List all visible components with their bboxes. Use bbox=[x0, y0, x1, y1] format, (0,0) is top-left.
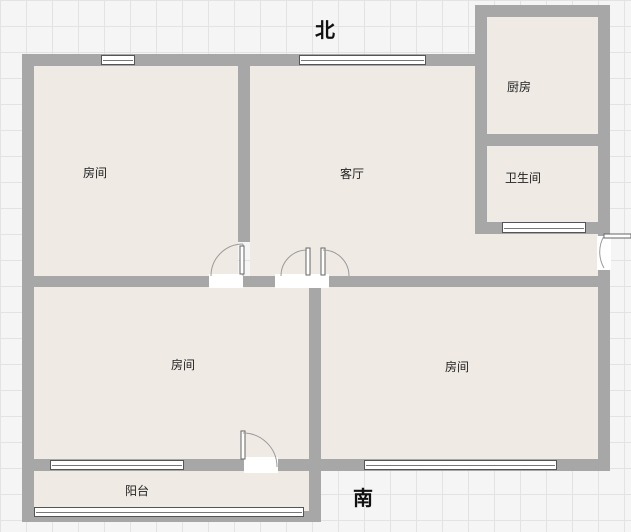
bedroom-nw-floor bbox=[34, 66, 238, 276]
window-bedroom-nw bbox=[101, 55, 135, 65]
wall-bedrooms-divider bbox=[309, 287, 321, 522]
window-living-room bbox=[299, 55, 426, 65]
room-label-balcony: 阳台 bbox=[125, 484, 150, 498]
bedroom-sw-floor bbox=[34, 287, 309, 459]
room-label-kitchen: 厨房 bbox=[507, 80, 532, 94]
wall-west bbox=[22, 54, 34, 522]
bedroom-se-floor bbox=[321, 287, 598, 459]
bathroom-floor bbox=[487, 146, 598, 222]
wall-east-upper bbox=[598, 5, 610, 236]
compass-north: 北 bbox=[315, 18, 335, 42]
room-label-bathroom: 卫生间 bbox=[505, 171, 542, 185]
door-opening-balcony bbox=[244, 457, 278, 473]
window-bedroom-sw bbox=[50, 460, 184, 470]
window-balcony bbox=[34, 507, 304, 517]
wall-east-lower bbox=[598, 270, 610, 471]
door-opening-bedroom-nw bbox=[209, 274, 243, 288]
wall-kitchen-west bbox=[475, 5, 487, 234]
room-label-bedroom-sw: 房间 bbox=[171, 358, 196, 372]
window-bedroom-se bbox=[364, 460, 557, 470]
window-bathroom bbox=[502, 222, 586, 233]
room-label-bedroom-se: 房间 bbox=[445, 360, 470, 374]
living-room-floor bbox=[250, 66, 476, 276]
door-swing-living bbox=[280, 247, 350, 277]
wall-kitchen-top bbox=[475, 5, 610, 17]
door-swing-balcony bbox=[240, 430, 278, 468]
compass-south: 南 bbox=[353, 486, 373, 510]
door-swing-bedroom-nw bbox=[210, 243, 245, 277]
wall-bedroom-living-divider bbox=[238, 66, 250, 242]
room-label-bedroom-nw: 房间 bbox=[83, 166, 108, 180]
door-opening-living bbox=[275, 274, 329, 288]
kitchen-floor bbox=[487, 17, 598, 134]
balcony-floor bbox=[34, 471, 309, 511]
door-swing-east bbox=[599, 233, 631, 269]
living-room-floor-extension bbox=[476, 232, 599, 276]
room-label-living-room: 客厅 bbox=[340, 167, 365, 181]
wall-kitchen-bath-divider bbox=[487, 134, 598, 146]
